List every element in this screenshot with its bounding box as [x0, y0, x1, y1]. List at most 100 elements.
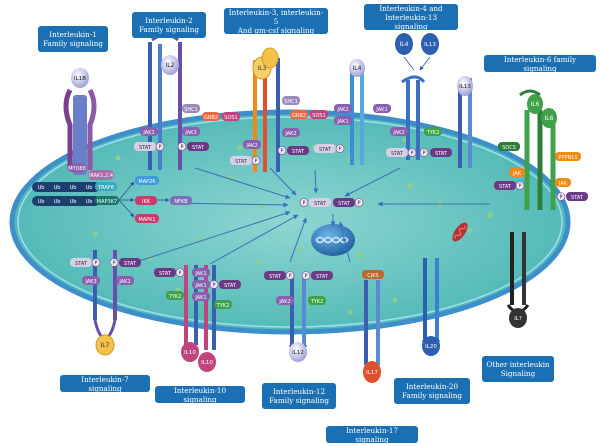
il3-jak2-b: JAK2: [245, 143, 257, 149]
caption-il3: Interleukin-3, interleukin-5 And gm-csf …: [224, 7, 328, 35]
caption-il2-line1: Interleukin-2: [145, 16, 193, 25]
il4-stat-a: STAT: [319, 147, 332, 153]
ikk-label: IKK: [142, 199, 151, 205]
il7-jak1: JAK1: [118, 279, 130, 285]
ub-1: Ub: [38, 185, 45, 191]
il6-ptpn11: PTPN11: [558, 155, 577, 161]
il12-jak2: JAK2: [278, 299, 290, 305]
caption-il1-line1: Interleukin-1: [49, 30, 97, 39]
il6-jak-a: JAK: [512, 171, 522, 177]
ubiquitin-chain: Ub Ub Ub Ub Ub Ub Ub Ub: [32, 182, 100, 206]
il10-tyk2-b: TYK2: [216, 303, 230, 309]
caption-il17-line1: Interleukin-17 signaling: [345, 425, 399, 444]
il2-sos1: SOS1: [224, 115, 237, 121]
caption-il17: Interleukin-17 signaling: [326, 425, 418, 444]
ub-8: Ub: [86, 199, 93, 205]
il4-label: IL4: [400, 41, 409, 48]
il20-receptor: IL20: [421, 258, 441, 356]
il2-jak1: JAK1: [142, 130, 154, 136]
il6-stat-b: STAT: [571, 195, 584, 201]
il12-tyk2: TYK2: [310, 299, 324, 305]
il4-jak1-a: JAK1: [375, 107, 387, 113]
nuclear-stat-dimer: P STAT STAT P: [299, 198, 364, 207]
il3-label: IL3: [258, 65, 267, 72]
map3k7: MAP3K7: [95, 196, 119, 205]
il7-jak3: JAK3: [84, 279, 96, 285]
il2-stat-dimer: STAT P P STAT: [134, 142, 209, 151]
il4-p-b: P: [410, 151, 413, 157]
caption-other: Other interleukin Signaling: [482, 356, 554, 382]
il12-stat-b: STAT: [316, 274, 329, 280]
caption-il3-line1: Interleukin-3, interleukin-5: [228, 7, 324, 26]
il3-stat-a: STAT: [235, 159, 248, 165]
il6-stat-dimer: STAT P P STAT: [494, 181, 588, 201]
il4-adaptors: JAK2 JAK1 JAK1 JAK2 TYK2: [334, 104, 442, 136]
nuc-stat-b: STAT: [338, 201, 351, 207]
irak: IRAK1,2,4: [88, 170, 114, 180]
cjks: CJKS: [362, 270, 384, 279]
il6-label-b: IL6: [545, 115, 554, 122]
il10-receptor: IL10 IL10: [181, 265, 216, 372]
il3-grb2: GRB2: [292, 113, 306, 119]
irak-label: IRAK1,2,4: [89, 173, 113, 179]
il2-shc1: SHC1: [184, 107, 198, 113]
nfkb: NFKB: [170, 196, 192, 205]
map3k7-label: MAP3K7: [97, 199, 117, 205]
il13-ligand-label: IL13: [424, 42, 436, 48]
il4-p-a: P: [338, 147, 341, 153]
il4-stat-b: STAT: [391, 151, 404, 157]
mapk1-label: MAPK1: [138, 217, 155, 223]
il1-receptor: [63, 88, 97, 175]
il13-receptor: IL13: [457, 76, 473, 168]
caption-il20-line1: Interleukin-20: [405, 382, 459, 391]
traf6-label: TRAF6: [97, 185, 114, 191]
nfkb-label: NFKB: [174, 199, 188, 205]
il3-receptor: IL3: [252, 47, 280, 172]
caption-other-line1: Other interleukin: [486, 360, 550, 369]
myd88-label: MYD88: [68, 166, 86, 172]
il6-label-a: IL6: [531, 101, 540, 108]
il3-shc1: SHC1: [284, 99, 298, 105]
caption-il20: Interleukin-20 Family signaling: [394, 378, 470, 404]
il10-jak1-b: JAK1: [194, 283, 206, 289]
il6-socs: SOCS: [502, 145, 516, 151]
caption-il6: Interleukin-6 family signaling: [484, 55, 596, 73]
il4-jak1-b: JAK1: [336, 119, 348, 125]
il4-receptor-ligand-label: IL4: [353, 65, 362, 72]
caption-il3-line2: And gm-csf signaling: [237, 25, 315, 35]
il3-jak2-a: JAK2: [284, 131, 296, 137]
il1b-label: IL1B: [74, 76, 86, 82]
il6-jak-b: JAK: [558, 181, 568, 187]
il1-cascade-arrows: [118, 181, 170, 218]
other-il-receptor: IL?: [506, 232, 530, 328]
nuc-stat-a: STAT: [314, 201, 327, 207]
il10-p-a: P: [178, 271, 181, 277]
il4-stat-c: STAT: [435, 151, 448, 157]
caption-il20-line2: Family signaling: [402, 391, 462, 400]
il17-receptor: IL17: [363, 280, 381, 383]
il10-adaptors: STAT P JAK1 JAK1 P STAT TYK2 JAK1 TYK2: [154, 268, 241, 309]
il4-ligands: IL4 IL13: [395, 33, 439, 70]
ub-6: Ub: [54, 199, 61, 205]
il12-label: IL12: [292, 350, 304, 356]
il2-adaptors: SHC1 GRB2 SOS1 JAK1 JAK3: [140, 104, 240, 136]
il7-label: IL7: [101, 342, 110, 349]
il4-receptor: IL4: [349, 59, 426, 165]
il3-stat-b: STAT: [292, 149, 305, 155]
caption-il1-line2: Family signaling: [43, 39, 103, 48]
traf6: TRAF6: [95, 182, 117, 191]
il4-p-c: P: [422, 151, 425, 157]
il2-p-b: P: [180, 145, 183, 151]
il7-stat-b: STAT: [124, 261, 137, 267]
caption-il4-line1: Interleukin-4 and: [379, 3, 443, 13]
il7-p-b: P: [112, 261, 115, 267]
caption-il2-line2: Family signaling: [139, 25, 199, 34]
signal-arrows: [129, 167, 490, 265]
il3-stat-dimer: STAT P P STAT: [230, 146, 309, 165]
other-il-label: IL?: [514, 316, 522, 322]
caption-il12-line2: Family signaling: [269, 396, 329, 405]
caption-il4-line2: Interleukin-13 signaling: [384, 12, 438, 31]
il10-label-a: IL10: [184, 350, 196, 356]
il6-p-b: P: [559, 195, 562, 201]
